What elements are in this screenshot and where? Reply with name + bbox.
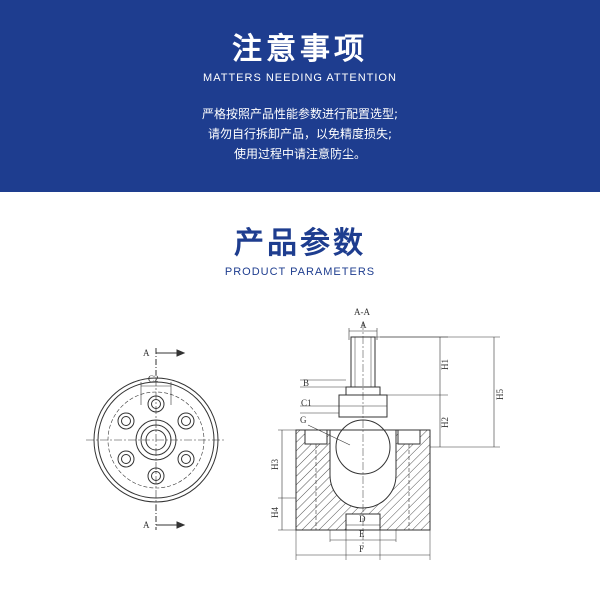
params-subtitle: PRODUCT PARAMETERS — [224, 266, 376, 278]
notice-line: 请勿自行拆卸产品，以免精度损失; — [207, 127, 393, 141]
label-h2: H2 — [440, 417, 450, 428]
label-a: A — [360, 320, 367, 330]
notice-line: 使用过程中请注意防尘。 — [233, 147, 366, 161]
label-h5: H5 — [495, 389, 505, 400]
notice-list: 严格按照产品性能参数进行配置选型; 请勿自行拆卸产品，以免精度损失; 使用过程中… — [0, 104, 600, 164]
label-c2: C2 — [148, 374, 159, 384]
bolt-holes — [117, 395, 195, 485]
label-h1: H1 — [440, 359, 450, 370]
label-d: D — [359, 514, 366, 524]
label-c1: C1 — [301, 398, 312, 408]
label-f: F — [359, 544, 364, 554]
params-title: 产品参数 — [234, 226, 366, 261]
section-view — [278, 322, 500, 560]
section-mark-a-top: A — [143, 348, 150, 358]
notice-subtitle: MATTERS NEEDING ATTENTION — [203, 72, 397, 84]
notice-line: 严格按照产品性能参数进行配置选型; — [201, 107, 399, 121]
label-h3: H3 — [270, 459, 280, 470]
label-g: G — [300, 415, 307, 425]
notice-title: 注意事项 — [232, 32, 368, 67]
section-label: A-A — [354, 307, 370, 317]
label-h4: H4 — [270, 507, 280, 518]
notice-banner: 注意事项 MATTERS NEEDING ATTENTION 严格按照产品性能参… — [0, 0, 600, 192]
technical-drawing: A A C2 — [86, 307, 505, 560]
label-e: E — [359, 529, 365, 539]
front-view — [86, 348, 226, 530]
label-b: B — [303, 378, 309, 388]
section-mark-a-bottom: A — [143, 520, 150, 530]
